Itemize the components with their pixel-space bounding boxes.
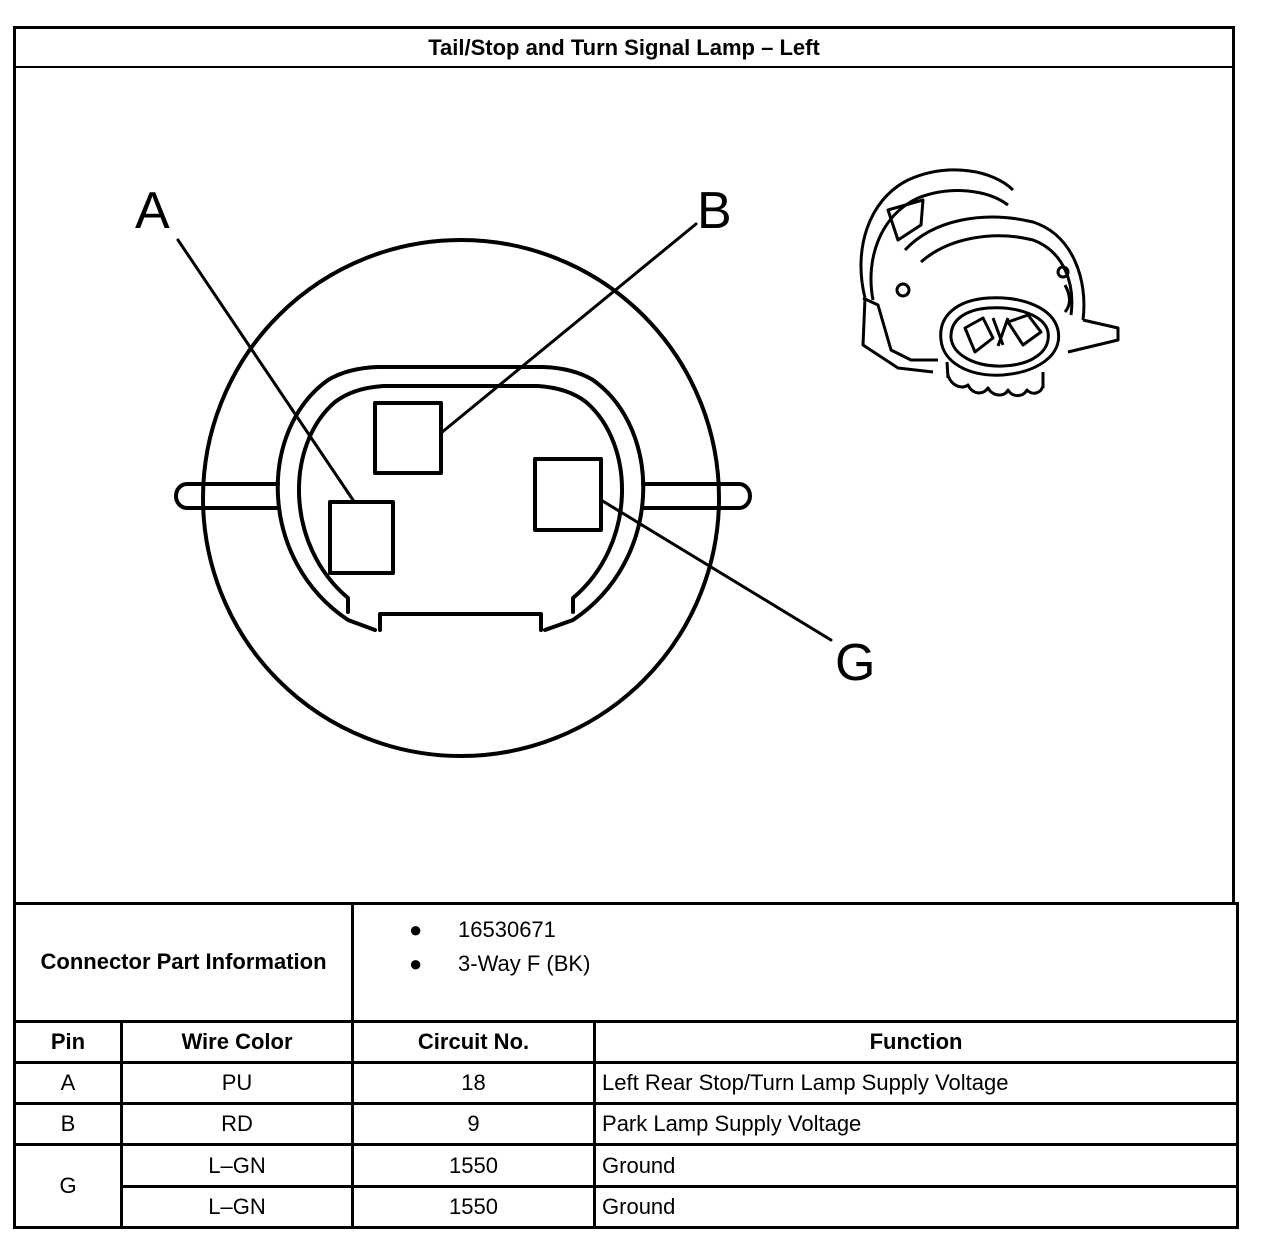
page-title-text: Tail/Stop and Turn Signal Lamp – Left <box>428 34 820 60</box>
wire-color-cell: RD <box>119 1102 355 1147</box>
list-item: ● 16530671 <box>354 913 1236 947</box>
inner-housing-inner <box>297 384 624 614</box>
callout-a: A <box>135 182 170 240</box>
right-mounting-tab <box>714 482 752 510</box>
leader-line-a <box>176 238 355 502</box>
function-cell: Left Rear Stop/Turn Lamp Supply Voltage <box>593 1060 1240 1106</box>
circuit-cell: 18 <box>351 1060 597 1106</box>
bullet-icon: ● <box>409 951 423 976</box>
table-row: L–GN 1550 Ground <box>15 1184 1240 1230</box>
bullet-icon: ● <box>409 917 423 942</box>
connector-description: 3-Way F (BK) <box>458 951 591 976</box>
header-pin: Pin <box>13 1019 123 1064</box>
leader-line-b <box>439 222 698 435</box>
callout-g: G <box>835 634 875 692</box>
function-cell: Ground <box>593 1143 1240 1188</box>
part-info-list: ● 16530671 ● 3-Way F (BK) <box>354 913 1236 981</box>
table-row: G L–GN 1550 Ground <box>13 1143 1240 1229</box>
leader-line-g <box>599 498 833 642</box>
table-header-row: Pin Wire Color Circuit No. Function <box>13 1019 1240 1064</box>
circuit-cell: 9 <box>351 1102 597 1147</box>
terminal-cavity-b <box>373 401 443 475</box>
part-number: 16530671 <box>458 917 556 942</box>
inner-housing-outer <box>275 365 646 632</box>
table-row: A PU 18 Left Rear Stop/Turn Lamp Supply … <box>13 1060 1240 1106</box>
connector-outer-body <box>201 238 721 758</box>
header-function: Function <box>593 1019 1240 1064</box>
connector-face-drawing: A B G <box>135 168 1120 758</box>
wire-color-cell: L–GN <box>119 1184 355 1230</box>
connector-info-table: Connector Part Information ● 16530671 ● … <box>12 902 1240 1230</box>
keyway-slot <box>378 612 543 632</box>
wire-color-cell: L–GN <box>119 1143 355 1188</box>
header-circuit-no: Circuit No. <box>351 1019 597 1064</box>
callout-b: B <box>697 182 732 240</box>
terminal-cavity-a <box>328 500 395 575</box>
terminal-cavity-g <box>533 457 603 532</box>
function-cell: Ground <box>593 1184 1240 1230</box>
connector-part-info-label: Connector Part Information <box>12 902 355 1023</box>
function-cell: Park Lamp Supply Voltage <box>593 1102 1240 1147</box>
connector-part-info-values: ● 16530671 ● 3-Way F (BK) <box>351 902 1240 1023</box>
pin-cell: A <box>13 1060 123 1106</box>
wire-color-cell: PU <box>119 1060 355 1106</box>
header-wire-color: Wire Color <box>119 1019 355 1064</box>
left-mounting-tab <box>174 482 208 510</box>
table-row: B RD 9 Park Lamp Supply Voltage <box>13 1102 1240 1147</box>
connector-isometric-illustration <box>859 168 1120 398</box>
pin-cell: G <box>13 1143 123 1229</box>
circuit-cell: 1550 <box>351 1143 597 1188</box>
connector-part-info-row: Connector Part Information ● 16530671 ● … <box>12 902 1240 1023</box>
connector-diagram-area: A B G <box>13 67 1235 903</box>
list-item: ● 3-Way F (BK) <box>354 947 1236 981</box>
page-title: Tail/Stop and Turn Signal Lamp – Left <box>13 26 1235 68</box>
pin-cell: B <box>13 1102 123 1147</box>
circuit-cell: 1550 <box>351 1184 597 1230</box>
